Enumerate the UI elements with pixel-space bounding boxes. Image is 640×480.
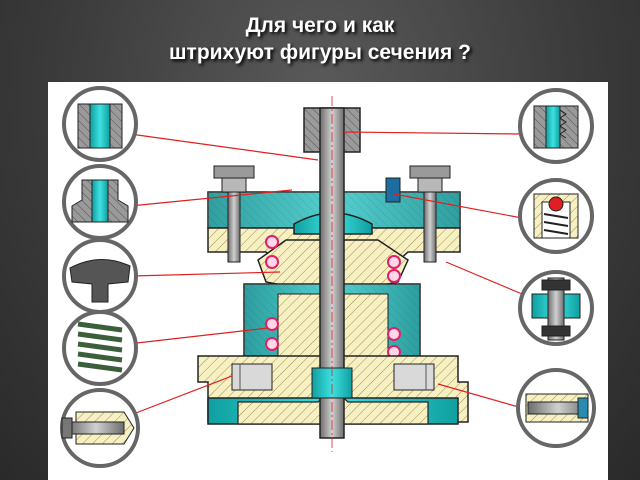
inset-sleeve-section <box>62 86 138 162</box>
lower-bearing-balls <box>265 317 401 359</box>
inset-bushing-section <box>62 164 138 240</box>
title-line-2: штрихуют фигуры сечения ? <box>169 41 471 64</box>
inset-pin-in-hole <box>60 388 140 468</box>
inset-rod-head-section <box>62 238 138 314</box>
right-bolt-head <box>409 165 451 179</box>
inset-threaded-sleeve <box>518 88 594 164</box>
inset-bolt-nut-assembly <box>518 270 594 346</box>
leader-lines <box>127 131 523 417</box>
right-bolt-shank <box>423 191 437 263</box>
base-left-bolt <box>231 363 273 391</box>
upper-bearing-balls <box>265 235 401 283</box>
lube-fitting <box>385 177 401 203</box>
left-bolt-shank <box>227 191 241 263</box>
main-assembly <box>197 96 469 452</box>
left-bolt-head <box>213 165 255 179</box>
inset-coil-spring <box>62 310 138 386</box>
inset-screw-in-hole <box>516 368 596 448</box>
assembly-drawing <box>60 86 596 468</box>
drawing-panel <box>48 82 608 480</box>
insets-left <box>60 86 140 468</box>
base-right-bolt <box>393 363 435 391</box>
inset-spring-in-cup <box>518 178 594 254</box>
slide-title: Для чего и как штрихуют фигуры сечения ? <box>0 12 640 66</box>
insets-right <box>516 88 596 448</box>
title-line-1: Для чего и как <box>245 14 395 37</box>
